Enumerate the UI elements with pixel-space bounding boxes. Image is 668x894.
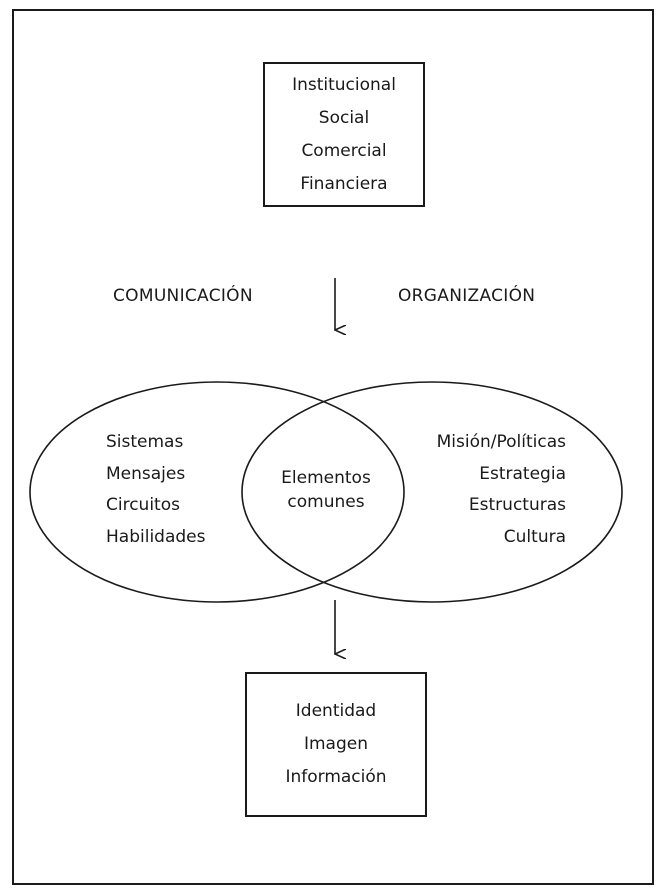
right-ellipse-item: Misión/Políticas <box>436 432 566 452</box>
intersection-item: comunes <box>287 492 365 512</box>
right-ellipse-item: Estructuras <box>468 495 566 515</box>
left-ellipse-item: Habilidades <box>106 526 206 547</box>
right-ellipse <box>241 381 623 603</box>
left-ellipse-item: Circuitos <box>106 495 180 515</box>
bottom-box-item: Identidad <box>295 701 377 721</box>
top-box: Institucional Social Comercial Financier… <box>263 62 425 207</box>
left-ellipse-list: Sistemas Mensajes Circuitos Habilidades <box>106 427 205 553</box>
bottom-box: Identidad Imagen Información <box>245 672 427 817</box>
top-box-item: Comercial <box>301 140 387 161</box>
top-box-item: Social <box>318 107 370 128</box>
left-ellipse-item: Mensajes <box>106 463 186 484</box>
intersection-item: Elementos <box>281 468 371 488</box>
outer-frame <box>12 9 654 885</box>
left-ellipse <box>29 381 405 603</box>
bottom-box-item: Imagen <box>303 734 368 754</box>
label-organizacion: ORGANIZACIÓN <box>398 286 536 306</box>
intersection-list: Elementos comunes <box>262 466 390 514</box>
label-comunicacion: COMUNICACIÓN <box>113 286 253 306</box>
right-ellipse-item: Cultura <box>503 526 566 547</box>
top-box-item: Institucional <box>292 74 396 95</box>
top-box-item: Financiera <box>300 173 388 194</box>
right-ellipse-list: Misión/Políticas Estrategia Estructuras … <box>437 427 566 553</box>
right-ellipse-item: Estrategia <box>479 463 566 484</box>
bottom-box-item: Información <box>285 767 387 787</box>
left-ellipse-item: Sistemas <box>106 432 184 452</box>
